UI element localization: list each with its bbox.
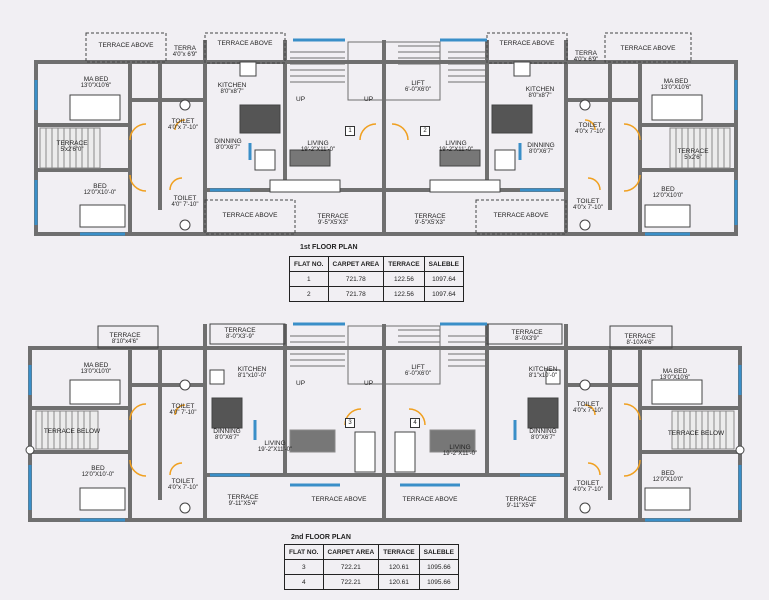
flat-number: 2: [420, 126, 430, 136]
column-header: CARPET AREA: [327, 256, 385, 272]
room-terrace-above: TERRACE ABOVE: [217, 40, 273, 47]
table-cell: 1095.66: [418, 574, 459, 590]
table-header-row: FLAT NO. CARPET AREA TERRACE SALEBLE: [284, 544, 459, 560]
first-floor-drawing: [34, 32, 738, 236]
stair-up-label: UP: [364, 96, 374, 103]
column-header: SALEBLE: [418, 544, 459, 560]
room-terrace-below: TERRACE BELOW: [667, 430, 725, 437]
table-cell: 1: [289, 271, 329, 287]
room-terrace-above: TERRACE ABOVE: [311, 496, 367, 503]
column-header: TERRACE: [378, 544, 420, 560]
flat-number: 3: [345, 418, 355, 428]
stair-up-label: UP: [296, 96, 306, 103]
column-header: FLAT NO.: [284, 544, 324, 560]
room-terrace-below: TERRACE BELOW: [43, 428, 101, 435]
column-header: CARPET AREA: [322, 544, 380, 560]
column-header: TERRACE: [383, 256, 425, 272]
table-cell: 120.61: [378, 574, 420, 590]
second-floor-drawing: [25, 322, 745, 522]
table-row: 1 721.78 122.56 1097.64: [289, 271, 464, 287]
table-cell: 722.21: [322, 559, 380, 575]
table-row: 2 721.78 122.56 1097.64: [289, 286, 464, 302]
table-row: 3 722.21 120.61 1095.66: [284, 559, 459, 575]
table-cell: 122.56: [383, 271, 425, 287]
column-header: FLAT NO.: [289, 256, 329, 272]
room-terrace-above: TERRACE ABOVE: [620, 45, 676, 52]
table-cell: 4: [284, 574, 324, 590]
stair-up-label: UP: [364, 380, 374, 387]
flat-number: 4: [410, 418, 420, 428]
room-terrace-above: TERRACE ABOVE: [222, 212, 278, 219]
table-cell: 1097.64: [423, 286, 464, 302]
table-cell: 722.21: [322, 574, 380, 590]
area-table: FLAT NO. CARPET AREA TERRACE SALEBLE 3 7…: [284, 544, 459, 590]
table-row: 4 722.21 120.61 1095.66: [284, 574, 459, 590]
ma-bed-furniture-l: [69, 94, 121, 121]
table-cell: 122.56: [383, 286, 425, 302]
room-terrace-above: TERRACE ABOVE: [499, 40, 555, 47]
flat-number: 1: [345, 126, 355, 136]
table-cell: 1097.64: [423, 271, 464, 287]
table-cell: 3: [284, 559, 324, 575]
table-cell: 120.61: [378, 559, 420, 575]
table-cell: 1095.66: [418, 559, 459, 575]
stair-up-label: UP: [296, 380, 306, 387]
room-terrace-above: TERRACE ABOVE: [402, 496, 458, 503]
table-header-row: FLAT NO. CARPET AREA TERRACE SALEBLE: [289, 256, 464, 272]
table-cell: 721.78: [327, 271, 385, 287]
plan-title: 2nd FLOOR PLAN: [291, 534, 351, 541]
plan-title: 1st FLOOR PLAN: [300, 244, 358, 251]
room-terrace-above: TERRACE ABOVE: [493, 212, 549, 219]
room-terrace-above: TERRACE ABOVE: [98, 42, 154, 49]
area-table: FLAT NO. CARPET AREA TERRACE SALEBLE 1 7…: [289, 256, 464, 302]
column-header: SALEBLE: [423, 256, 464, 272]
